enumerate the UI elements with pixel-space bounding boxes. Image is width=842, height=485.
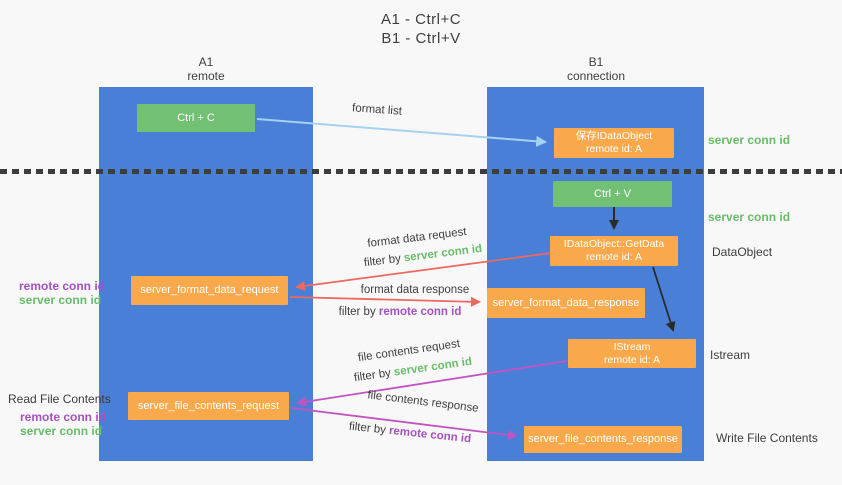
ctrl-v-label: Ctrl + V [594, 187, 631, 200]
server-file-contents-response-label: server_file_contents_response [528, 433, 678, 445]
server-conn-id-annotation-mid: server conn id [708, 210, 791, 224]
server-file-contents-response-box: server_file_contents_response [524, 426, 682, 453]
server-format-data-response-label: server_format_data_response [492, 296, 640, 309]
getdata-subtitle: remote id: A [585, 251, 643, 263]
write-file-contents-annotation: Write File Contents [716, 431, 818, 445]
ctrl-c-label: Ctrl + C [177, 111, 215, 124]
save-dataobject-title: 保存IDataObject [575, 130, 653, 142]
server-conn-id-text: server conn id [403, 242, 483, 265]
server-file-contents-request-label: server_file_contents_request [137, 399, 280, 412]
dataobject-annotation: DataObject [712, 245, 773, 259]
filter-by-text: filter by [363, 252, 402, 270]
conn-id-block-format: remote conn id server conn id [19, 279, 105, 307]
filter-by-remote-conn-id-label-1: filter by remote conn id [325, 306, 475, 318]
istream-box: IStream remote id: A [568, 339, 696, 368]
save-dataobject-box: 保存IDataObject remote id: A [554, 128, 674, 158]
getdata-title: IDataObject::GetData [563, 238, 665, 250]
filter-by-text: filter by [348, 420, 387, 437]
server-format-data-response-box: server_format_data_response [487, 288, 645, 318]
remote-conn-id-text: remote conn id [388, 424, 472, 446]
format-data-response-label: format data response [360, 284, 470, 296]
server-conn-id-annotation: server conn id [20, 424, 103, 438]
lifeline-header-a1: A1 remote [136, 55, 276, 83]
remote-conn-id-text: remote conn id [378, 306, 462, 318]
server-format-data-request-label: server_format_data_request [140, 284, 279, 296]
lifeline-b1-label: connection [566, 69, 626, 83]
server-format-data-request-box: server_format_data_request [131, 276, 288, 305]
file-contents-response-label: file contents response [366, 389, 480, 415]
filter-by-text: filter by [338, 306, 376, 318]
save-dataobject-subtitle: remote id: A [585, 143, 643, 155]
arrow-format-data-response [289, 296, 481, 307]
title-line-2: B1 - Ctrl+V [381, 30, 461, 47]
server-conn-id-text: server conn id [393, 355, 473, 379]
server-conn-id-annotation: server conn id [19, 293, 102, 307]
read-file-contents-annotation: Read File Contents [8, 392, 111, 406]
ctrl-v-box: Ctrl + V [553, 181, 672, 207]
remote-conn-id-annotation: remote conn id [19, 279, 106, 293]
title-line-1: A1 - Ctrl+C [380, 11, 462, 28]
ctrl-c-box: Ctrl + C [137, 104, 255, 132]
lifeline-a1-id: A1 [198, 55, 214, 69]
remote-conn-id-annotation: remote conn id [20, 410, 107, 424]
format-list-label: format list [351, 102, 403, 118]
lifeline-header-b1: B1 connection [526, 55, 666, 83]
getdata-box: IDataObject::GetData remote id: A [550, 236, 678, 266]
conn-id-block-file: remote conn id server conn id [20, 410, 106, 438]
istream-title: IStream [613, 340, 651, 353]
istream-subtitle: remote id: A [603, 353, 661, 366]
server-conn-id-annotation-top: server conn id [708, 133, 791, 147]
lifeline-b1-id: B1 [588, 55, 604, 69]
filter-by-remote-conn-id-label-2: filter by remote conn id [335, 419, 485, 447]
istream-annotation: Istream [710, 348, 751, 362]
lifeline-a1-label: remote [187, 69, 225, 83]
server-file-contents-request-box: server_file_contents_request [128, 392, 289, 420]
filter-by-text: filter by [353, 367, 392, 385]
session-divider-dotted-line [0, 169, 842, 174]
diagram-title: A1 - Ctrl+C B1 - Ctrl+V [0, 10, 842, 48]
